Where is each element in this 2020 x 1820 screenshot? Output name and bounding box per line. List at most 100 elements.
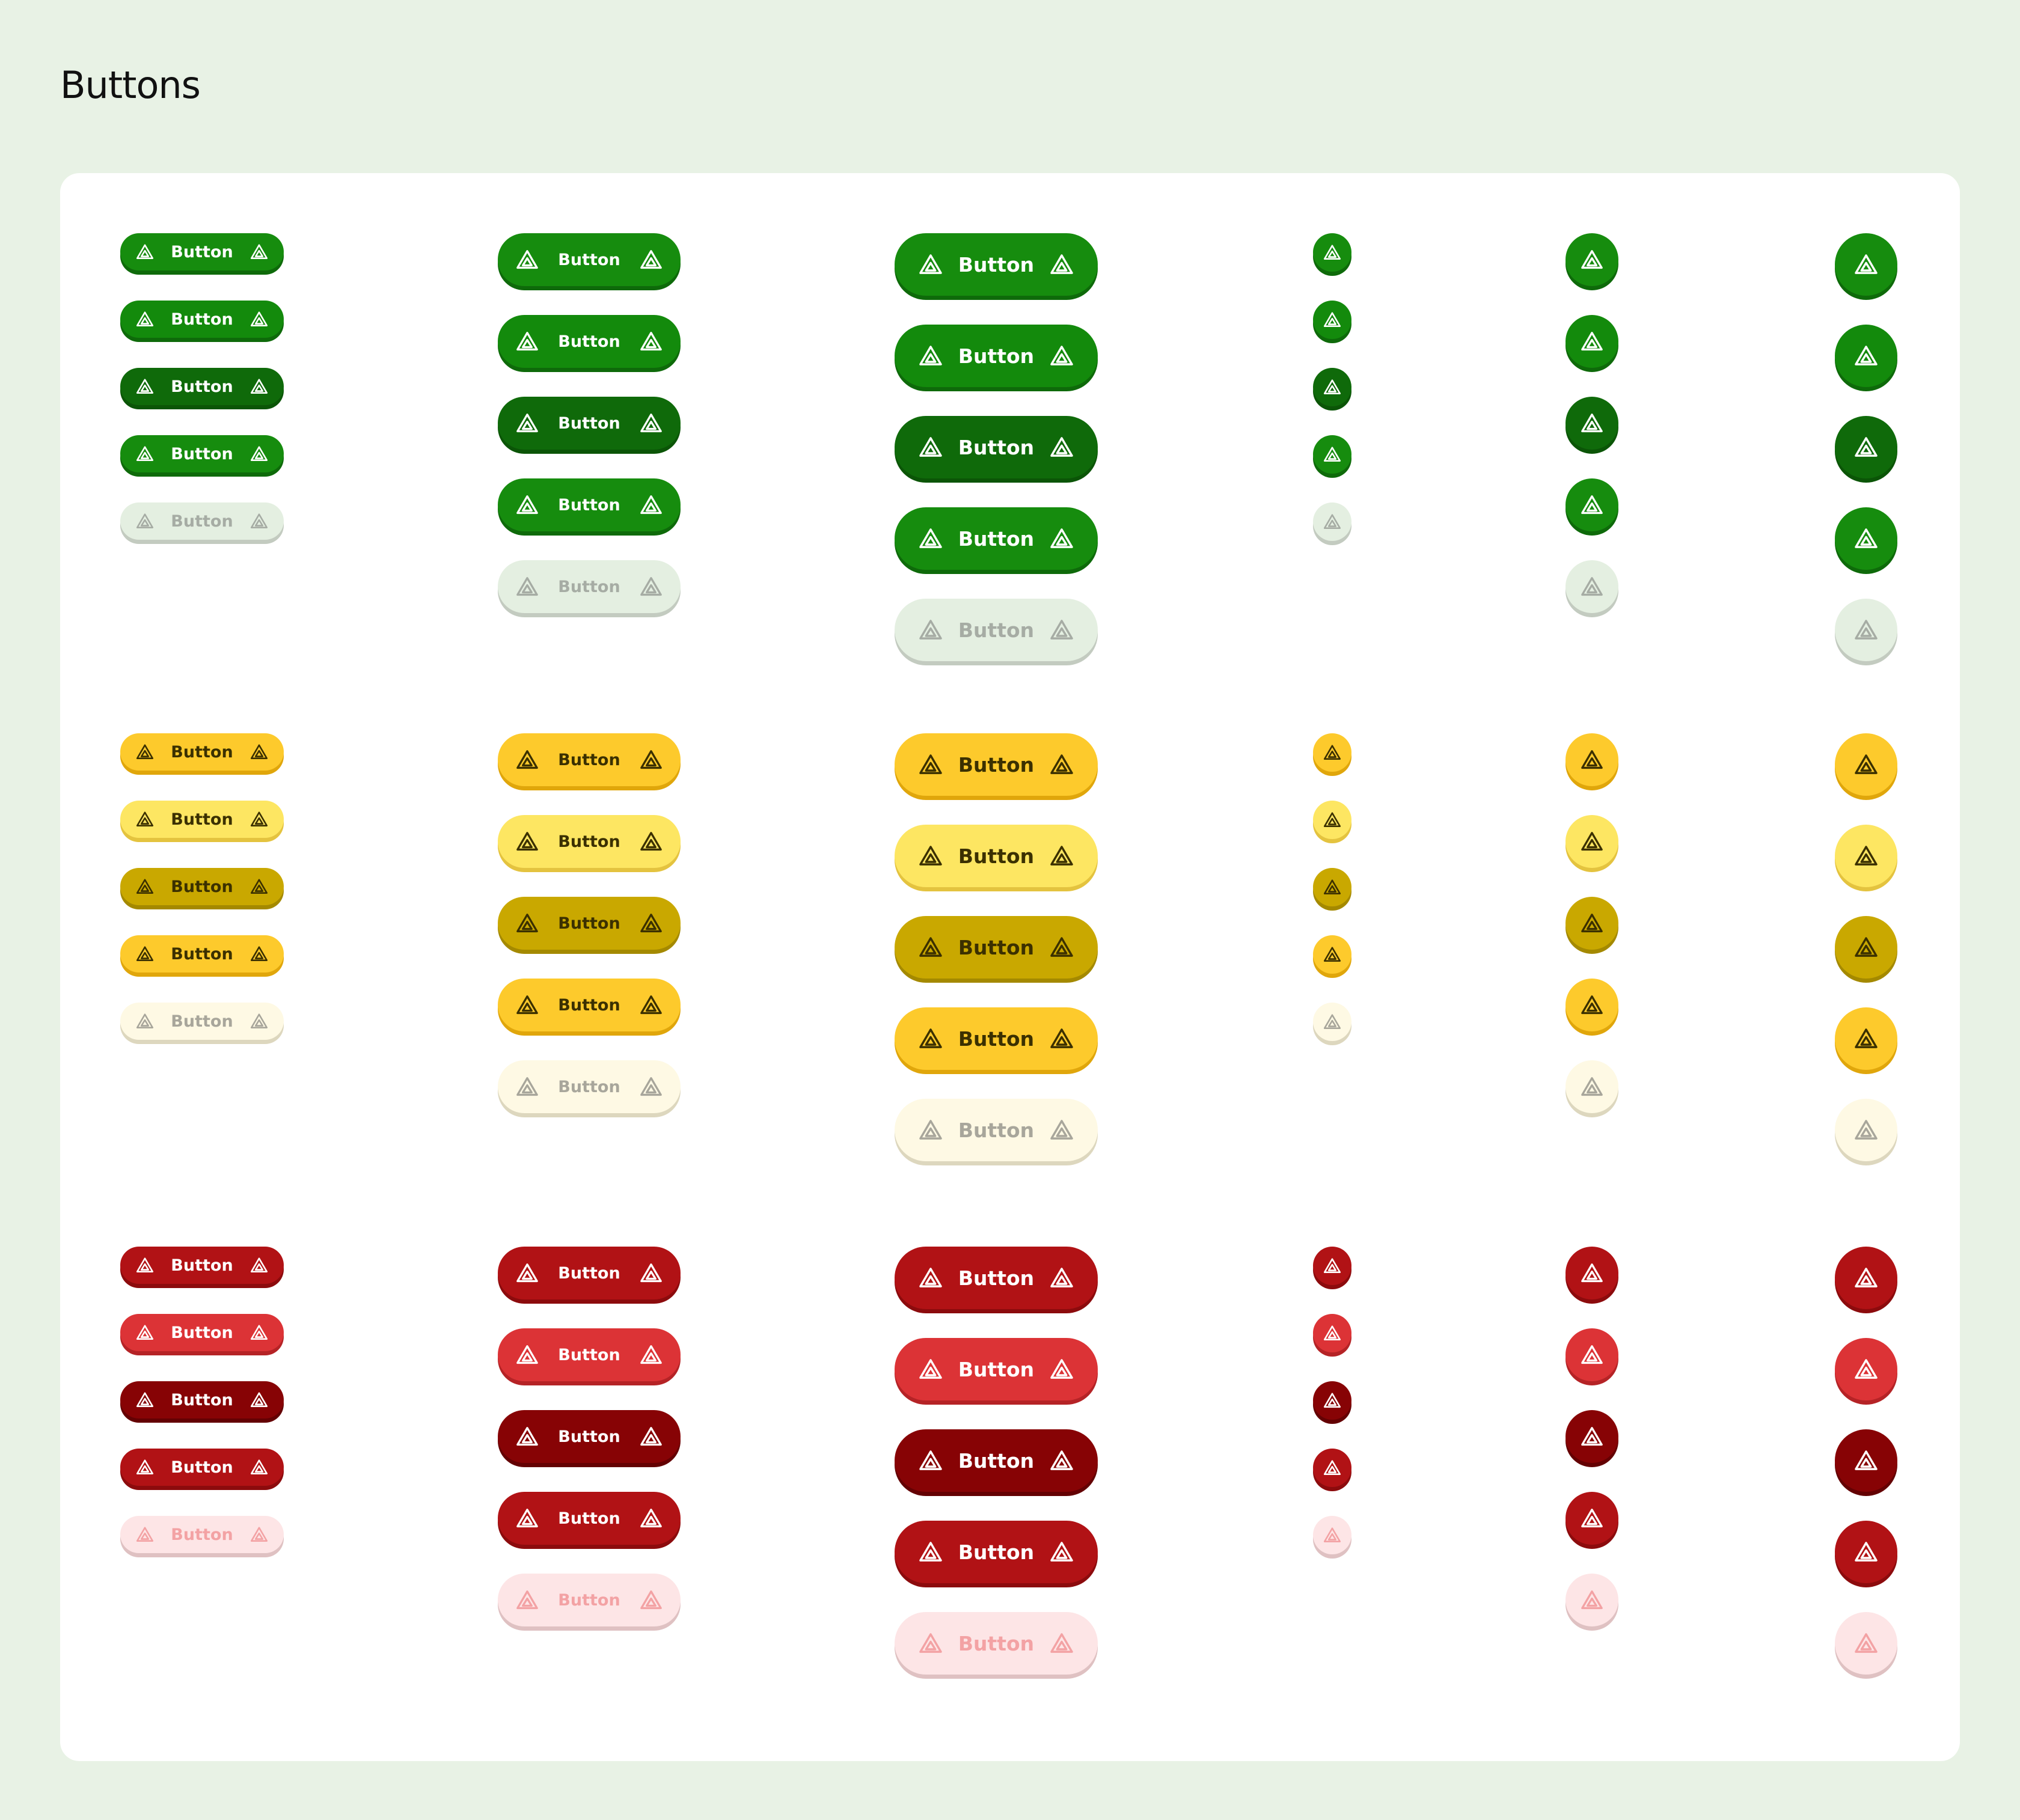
triangle-warning-icon bbox=[1323, 1257, 1341, 1275]
button-label: Button bbox=[558, 1509, 620, 1528]
yellow-small-pressed-button[interactable]: Button bbox=[120, 868, 284, 905]
red-medium-default-button[interactable]: Button bbox=[498, 1247, 681, 1299]
red-small-default-button[interactable]: Button bbox=[120, 1247, 284, 1284]
green-large-focused-icon-button[interactable] bbox=[1835, 507, 1897, 570]
green-medium-default-button[interactable]: Button bbox=[498, 233, 681, 286]
yellow-large-disabled-button[interactable]: Button bbox=[895, 1099, 1098, 1161]
yellow-large-focused-button[interactable]: Button bbox=[895, 1007, 1098, 1070]
yellow-large-hover-icon-button[interactable] bbox=[1835, 825, 1897, 887]
red-medium-hover-button[interactable]: Button bbox=[498, 1328, 681, 1381]
yellow-medium-pressed-icon-button[interactable] bbox=[1566, 897, 1618, 950]
red-small-pressed-icon-button[interactable] bbox=[1313, 1381, 1351, 1420]
yellow-large-pressed-button[interactable]: Button bbox=[895, 916, 1098, 979]
triangle-warning-icon bbox=[1323, 1459, 1341, 1477]
red-large-default-button[interactable]: Button bbox=[895, 1247, 1098, 1309]
green-large-disabled-button[interactable]: Button bbox=[895, 599, 1098, 661]
green-small-focused-button[interactable]: Button bbox=[120, 435, 284, 472]
green-medium-focused-button[interactable]: Button bbox=[498, 478, 681, 531]
red-medium-disabled-icon-button[interactable] bbox=[1566, 1574, 1618, 1626]
green-large-hover-button[interactable]: Button bbox=[895, 325, 1098, 387]
red-large-pressed-button[interactable]: Button bbox=[895, 1429, 1098, 1492]
green-small-pressed-button[interactable]: Button bbox=[120, 368, 284, 405]
green-medium-pressed-button[interactable]: Button bbox=[498, 397, 681, 450]
red-medium-default-icon-button[interactable] bbox=[1566, 1247, 1618, 1299]
triangle-warning-icon bbox=[136, 243, 154, 261]
green-medium-hover-button[interactable]: Button bbox=[498, 315, 681, 368]
yellow-small-focused-button[interactable]: Button bbox=[120, 935, 284, 973]
yellow-medium-disabled-button[interactable]: Button bbox=[498, 1060, 681, 1113]
red-large-hover-button[interactable]: Button bbox=[895, 1338, 1098, 1400]
red-small-focused-button[interactable]: Button bbox=[120, 1449, 284, 1486]
red-large-focused-icon-button[interactable] bbox=[1835, 1521, 1897, 1583]
red-large-pressed-icon-button[interactable] bbox=[1835, 1429, 1897, 1492]
red-large-hover-icon-button[interactable] bbox=[1835, 1338, 1897, 1400]
yellow-medium-disabled-icon-button[interactable] bbox=[1566, 1060, 1618, 1113]
green-large-focused-button[interactable]: Button bbox=[895, 507, 1098, 570]
green-large-hover-icon-button[interactable] bbox=[1835, 325, 1897, 387]
red-medium-focused-icon-button[interactable] bbox=[1566, 1492, 1618, 1545]
green-medium-disabled-button[interactable]: Button bbox=[498, 560, 681, 613]
green-large-pressed-button[interactable]: Button bbox=[895, 416, 1098, 478]
yellow-large-default-button[interactable]: Button bbox=[895, 733, 1098, 796]
yellow-medium-hover-icon-button[interactable] bbox=[1566, 815, 1618, 868]
triangle-warning-icon bbox=[1323, 378, 1341, 396]
yellow-small-focused-icon-button[interactable] bbox=[1313, 935, 1351, 974]
red-medium-disabled-button[interactable]: Button bbox=[498, 1574, 681, 1626]
yellow-medium-default-icon-button[interactable] bbox=[1566, 733, 1618, 786]
green-small-pressed-icon-button[interactable] bbox=[1313, 368, 1351, 406]
green-large-default-icon-button[interactable] bbox=[1835, 233, 1897, 296]
green-large-pressed-icon-button[interactable] bbox=[1835, 416, 1897, 478]
yellow-small-pressed-icon-button[interactable] bbox=[1313, 868, 1351, 906]
yellow-large-pressed-icon-button[interactable] bbox=[1835, 916, 1897, 979]
yellow-medium-default-button[interactable]: Button bbox=[498, 733, 681, 786]
yellow-medium-pressed-button[interactable]: Button bbox=[498, 897, 681, 950]
green-small-default-icon-button[interactable] bbox=[1313, 233, 1351, 272]
triangle-warning-icon bbox=[516, 1075, 539, 1098]
green-small-default-button[interactable]: Button bbox=[120, 233, 284, 270]
triangle-warning-icon bbox=[1323, 744, 1341, 762]
green-small-disabled-icon-button[interactable] bbox=[1313, 502, 1351, 541]
red-medium-focused-button[interactable]: Button bbox=[498, 1492, 681, 1545]
red-medium-pressed-button[interactable]: Button bbox=[498, 1410, 681, 1463]
yellow-large-disabled-icon-button[interactable] bbox=[1835, 1099, 1897, 1161]
green-small-hover-icon-button[interactable] bbox=[1313, 301, 1351, 339]
yellow-large-hover-button[interactable]: Button bbox=[895, 825, 1098, 887]
triangle-warning-icon bbox=[919, 1118, 943, 1142]
green-medium-default-icon-button[interactable] bbox=[1566, 233, 1618, 286]
triangle-warning-icon bbox=[919, 344, 943, 368]
yellow-small-default-icon-button[interactable] bbox=[1313, 733, 1351, 772]
red-small-hover-button[interactable]: Button bbox=[120, 1314, 284, 1351]
yellow-medium-focused-button[interactable]: Button bbox=[498, 979, 681, 1031]
red-small-hover-icon-button[interactable] bbox=[1313, 1314, 1351, 1352]
red-small-pressed-button[interactable]: Button bbox=[120, 1381, 284, 1418]
green-large-default-button[interactable]: Button bbox=[895, 233, 1098, 296]
green-medium-pressed-icon-button[interactable] bbox=[1566, 397, 1618, 450]
red-large-default-icon-button[interactable] bbox=[1835, 1247, 1897, 1309]
green-small-disabled-button[interactable]: Button bbox=[120, 502, 284, 540]
green-medium-hover-icon-button[interactable] bbox=[1566, 315, 1618, 368]
red-medium-hover-icon-button[interactable] bbox=[1566, 1328, 1618, 1381]
yellow-large-focused-icon-button[interactable] bbox=[1835, 1007, 1897, 1070]
yellow-large-default-icon-button[interactable] bbox=[1835, 733, 1897, 796]
yellow-small-disabled-button[interactable]: Button bbox=[120, 1003, 284, 1040]
red-large-focused-button[interactable]: Button bbox=[895, 1521, 1098, 1583]
green-medium-focused-icon-button[interactable] bbox=[1566, 478, 1618, 531]
red-small-default-icon-button[interactable] bbox=[1313, 1247, 1351, 1285]
green-small-focused-icon-button[interactable] bbox=[1313, 435, 1351, 474]
yellow-small-default-button[interactable]: Button bbox=[120, 733, 284, 771]
green-small-hover-button[interactable]: Button bbox=[120, 301, 284, 338]
yellow-medium-focused-icon-button[interactable] bbox=[1566, 979, 1618, 1031]
green-large-disabled-icon-button[interactable] bbox=[1835, 599, 1897, 661]
yellow-small-hover-button[interactable]: Button bbox=[120, 801, 284, 838]
green-medium-disabled-icon-button[interactable] bbox=[1566, 560, 1618, 613]
red-small-disabled-button[interactable]: Button bbox=[120, 1516, 284, 1553]
red-large-disabled-button[interactable]: Button bbox=[895, 1612, 1098, 1675]
red-small-disabled-icon-button[interactable] bbox=[1313, 1516, 1351, 1554]
red-large-disabled-icon-button[interactable] bbox=[1835, 1612, 1897, 1675]
yellow-small-hover-icon-button[interactable] bbox=[1313, 801, 1351, 839]
yellow-small-disabled-icon-button[interactable] bbox=[1313, 1003, 1351, 1041]
red-small-focused-icon-button[interactable] bbox=[1313, 1449, 1351, 1487]
yellow-medium-hover-button[interactable]: Button bbox=[498, 815, 681, 868]
triangle-warning-icon bbox=[1323, 513, 1341, 531]
red-medium-pressed-icon-button[interactable] bbox=[1566, 1410, 1618, 1463]
